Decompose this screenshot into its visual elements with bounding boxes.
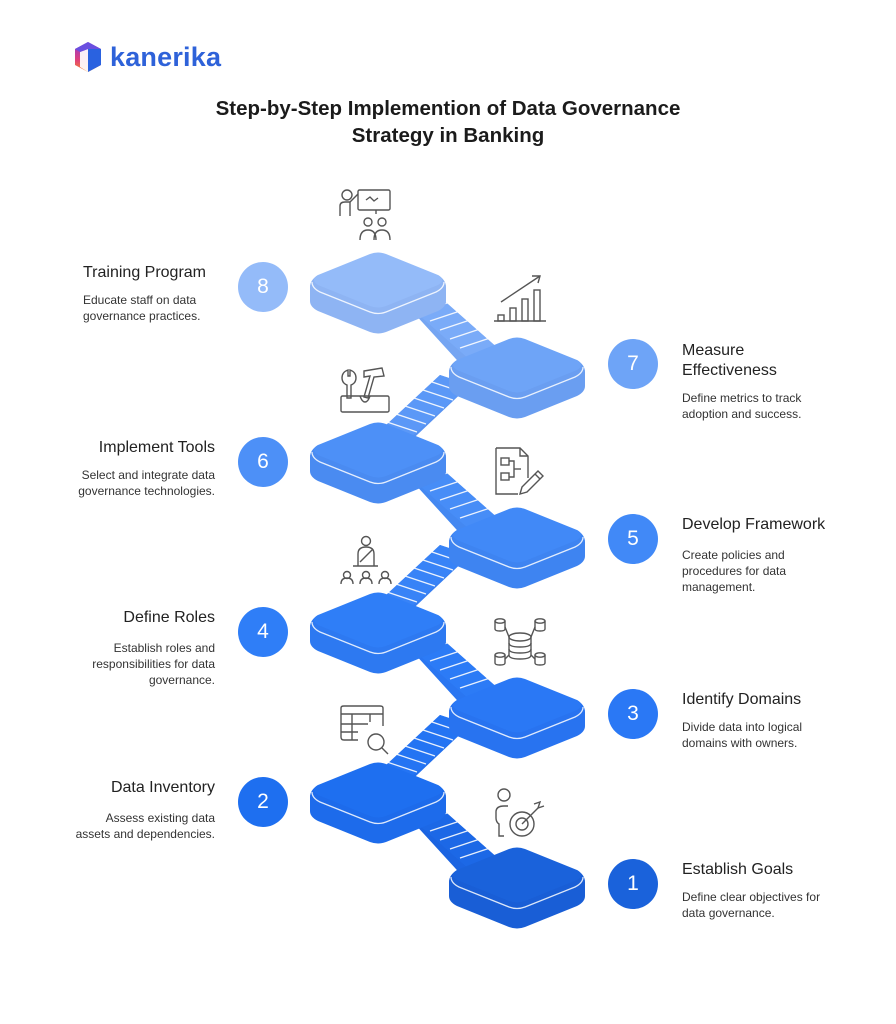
step-6-description: Select and integrate data governance tec… <box>78 468 215 498</box>
table-search-icon <box>340 705 389 755</box>
step-1-description: Define clear objectives for data governa… <box>682 890 821 920</box>
step-2-title: Data Inventory <box>110 779 215 796</box>
step-4-text: Define Roles Establish roles and respons… <box>40 608 215 688</box>
database-network-icon <box>494 618 546 666</box>
step-2-badge: 2 <box>238 777 288 827</box>
step-3-badge: 3 <box>608 689 658 739</box>
step-4-description: Establish roles and responsibilities for… <box>92 641 215 687</box>
person-target-icon <box>495 788 545 837</box>
step-8-text: Training Program Educate staff on data g… <box>40 263 215 324</box>
document-flowchart-pencil-icon <box>495 447 544 496</box>
step-7-title: Measure Effectiveness <box>682 342 777 379</box>
step-7-description: Define metrics to track adoption and suc… <box>682 391 802 421</box>
step-1-title: Establish Goals <box>682 861 794 878</box>
step-5-description: Create policies and procedures for data … <box>682 548 787 594</box>
presentation-training-icon <box>339 189 391 241</box>
step-4-title: Define Roles <box>123 609 215 626</box>
step-3-description: Divide data into logical domains with ow… <box>682 720 803 750</box>
step-6-text: Implement Tools Select and integrate dat… <box>40 438 215 499</box>
toolbox-icon <box>340 367 390 413</box>
step-6-title: Implement Tools <box>98 439 215 456</box>
team-roles-icon <box>340 535 392 585</box>
step-6-badge: 6 <box>238 437 288 487</box>
step-5-text: Develop Framework Create policies and pr… <box>682 515 872 595</box>
step-5-badge: 5 <box>608 514 658 564</box>
growth-chart-icon <box>494 275 546 322</box>
step-2-description: Assess existing data assets and dependen… <box>75 811 215 841</box>
step-7-badge: 7 <box>608 339 658 389</box>
step-3-text: Identify Domains Divide data into logica… <box>682 690 872 751</box>
brand-name: kanerika <box>110 41 222 72</box>
step-2-text: Data Inventory Assess existing data asse… <box>40 778 215 842</box>
brand-logo: kanerika <box>72 40 221 74</box>
page-title: Step-by-Step Implemention of Data Govern… <box>215 97 681 147</box>
step-8-title: Training Program <box>83 264 207 281</box>
step-4-badge: 4 <box>238 607 288 657</box>
step-7-text: Measure Effectiveness Define metrics to … <box>682 341 872 422</box>
step-3-title: Identify Domains <box>682 691 802 708</box>
cube-logo-icon <box>75 42 101 72</box>
step-8-badge: 8 <box>238 262 288 312</box>
step-1-badge: 1 <box>608 859 658 909</box>
step-5-title: Develop Framework <box>682 516 826 533</box>
step-1-text: Establish Goals Define clear objectives … <box>682 860 872 921</box>
step-8-description: Educate staff on data governance practic… <box>83 293 201 323</box>
